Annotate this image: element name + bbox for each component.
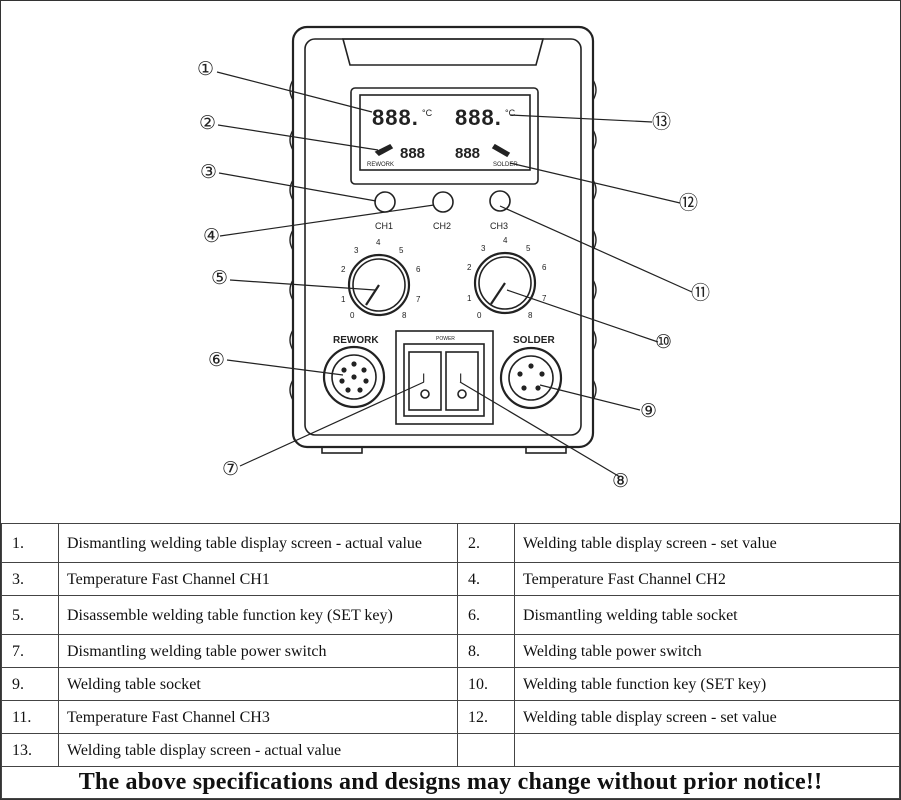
item-description: Welding table power switch [514,634,900,668]
callout-4: ④ [203,226,220,247]
power-switches: POWER I I [395,330,494,425]
svg-text:2: 2 [341,265,346,274]
svg-text:°C: °C [505,108,516,118]
display-right-small: 888 [455,145,480,162]
item-description: Welding table display screen - set value [514,700,900,734]
item-number: 13. [1,733,59,767]
item-description: Welding table socket [58,667,458,701]
solder-iron-icon [491,143,511,158]
leader-lines [216,71,693,478]
device-front-panel-diagram: 888. 888. °C °C 888 888 REWORK SOLDER CH… [197,25,710,492]
callout-2: ② [199,113,216,134]
svg-text:1: 1 [467,294,472,303]
svg-text:°C: °C [422,108,433,118]
item-number: 9. [1,667,59,701]
table-row: 3. Temperature Fast Channel CH1 4. Tempe… [1,562,900,596]
item-number: 8. [457,634,515,668]
parts-table: 1. Dismantling welding table display scr… [1,523,900,767]
item-description: Temperature Fast Channel CH1 [58,562,458,596]
item-number: 11. [1,700,59,734]
table-row: 5. Disassemble welding table function ke… [1,595,900,635]
callout-10: ⑩ [655,332,672,353]
rework-socket: REWORK [322,335,386,409]
item-description: Dismantling welding table power switch [58,634,458,668]
item-number: 12. [457,700,515,734]
rework-label: REWORK [333,335,379,346]
item-description: Dismantling welding table socket [514,595,900,635]
item-number: 5. [1,595,59,635]
item-number: 6. [457,595,515,635]
item-description: Temperature Fast Channel CH3 [58,700,458,734]
svg-text:5: 5 [399,246,404,255]
disclaimer-notice: The above specifications and designs may… [1,766,900,799]
item-description: Welding table display screen - actual va… [58,733,458,767]
callout-1: ① [197,59,214,80]
solder-socket: SOLDER [499,335,563,410]
display-right-big: 888. [455,105,502,130]
svg-text:7: 7 [416,295,421,304]
item-description: Welding table function key (SET key) [514,667,900,701]
callout-8: ⑧ [612,471,629,492]
table-row: 7. Dismantling welding table power switc… [1,634,900,668]
solder-label: SOLDER [513,335,555,346]
item-description: Temperature Fast Channel CH2 [514,562,900,596]
rework-gun-icon [374,143,394,156]
device-body [289,25,597,454]
item-description [514,733,900,767]
ch3-label: CH3 [490,221,508,231]
svg-text:8: 8 [402,311,407,320]
svg-text:1: 1 [341,295,346,304]
svg-text:4: 4 [376,238,381,247]
item-description: Disassemble welding table function key (… [58,595,458,635]
svg-text:0: 0 [477,311,482,320]
callout-3: ③ [200,162,217,183]
channel-buttons: CH1 CH2 CH3 [374,190,511,231]
svg-text:8: 8 [528,311,533,320]
callout-13: ⑬ [652,111,671,133]
svg-text:2: 2 [467,263,472,272]
item-number: 10. [457,667,515,701]
callout-12: ⑫ [679,192,698,214]
display-left-small: 888 [400,145,425,162]
ch2-label: CH2 [433,221,451,231]
display-right-mode: SOLDER [493,162,518,168]
svg-text:5: 5 [526,244,531,253]
ch1-label: CH1 [375,221,393,231]
power-label: POWER [436,336,455,342]
callout-11: ⑪ [691,282,710,304]
svg-text:0: 0 [350,311,355,320]
callout-numbers: ① ② ③ ④ ⑤ ⑥ ⑦ ⑧ ⑨ ⑩ ⑪ ⑫ ⑬ [197,59,710,492]
callout-5: ⑤ [211,268,228,289]
svg-text:3: 3 [354,246,359,255]
item-description: Dismantling welding table display screen… [58,523,458,563]
item-number [457,733,515,767]
table-row: 9. Welding table socket 10. Welding tabl… [1,667,900,701]
item-description: Welding table display screen - set value [514,523,900,563]
item-number: 2. [457,523,515,563]
callout-6: ⑥ [208,350,225,371]
svg-text:7: 7 [542,294,547,303]
display-left-big: 888. [372,105,419,130]
left-knob: 0 1 2 3 4 5 6 7 8 [341,238,421,320]
svg-text:I: I [459,371,462,385]
svg-text:6: 6 [542,263,547,272]
svg-text:I: I [422,371,425,385]
item-number: 1. [1,523,59,563]
item-number: 7. [1,634,59,668]
right-knob: 0 1 2 3 4 5 6 7 8 [467,236,547,320]
item-number: 4. [457,562,515,596]
callout-9: ⑨ [640,401,657,422]
item-number: 3. [1,562,59,596]
lcd-display: 888. 888. °C °C 888 888 REWORK SOLDER [350,87,539,185]
svg-text:6: 6 [416,265,421,274]
table-row: 13. Welding table display screen - actua… [1,733,900,767]
svg-text:3: 3 [481,244,486,253]
callout-7: ⑦ [222,459,239,480]
table-row: 1. Dismantling welding table display scr… [1,523,900,563]
svg-text:4: 4 [503,236,508,245]
table-row: 11. Temperature Fast Channel CH3 12. Wel… [1,700,900,734]
display-left-mode: REWORK [367,162,394,168]
